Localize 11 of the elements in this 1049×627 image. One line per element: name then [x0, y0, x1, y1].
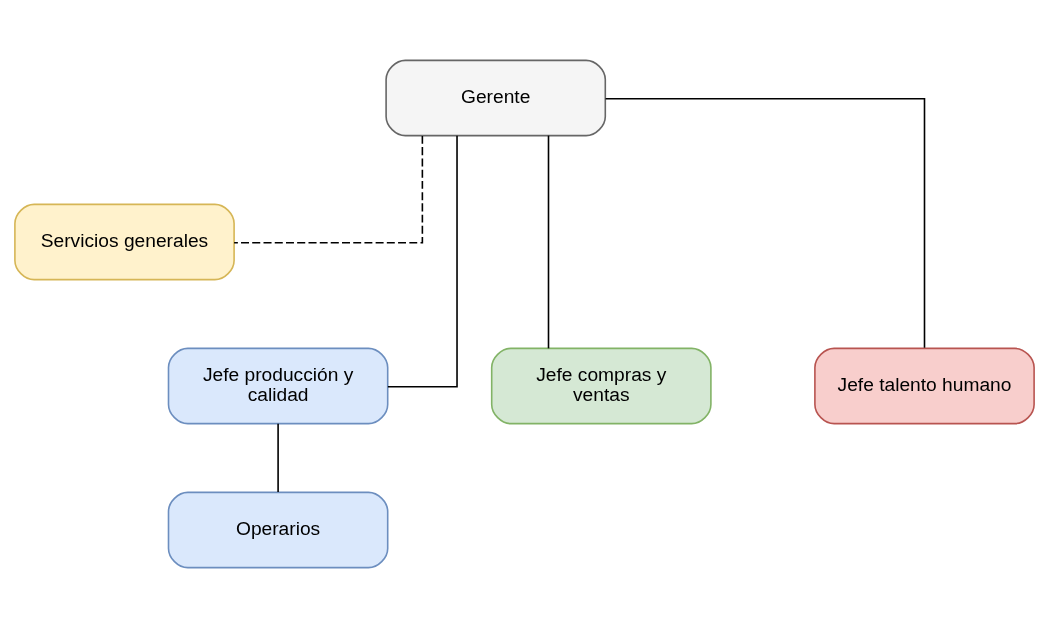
node-box: Operarios: [167, 491, 389, 568]
connector: [547, 134, 550, 349]
node-box: Jefe talento humano: [814, 347, 1035, 424]
connector: [387, 134, 458, 388]
connector: [277, 422, 279, 493]
connector: [233, 134, 424, 244]
node-box: Servicios generales: [14, 203, 235, 280]
node-box: Gerente: [385, 59, 607, 136]
node-box: Jefe compras y ventas: [490, 347, 712, 424]
connector: [604, 97, 926, 349]
node-box: Jefe producción y calidad: [167, 347, 389, 424]
